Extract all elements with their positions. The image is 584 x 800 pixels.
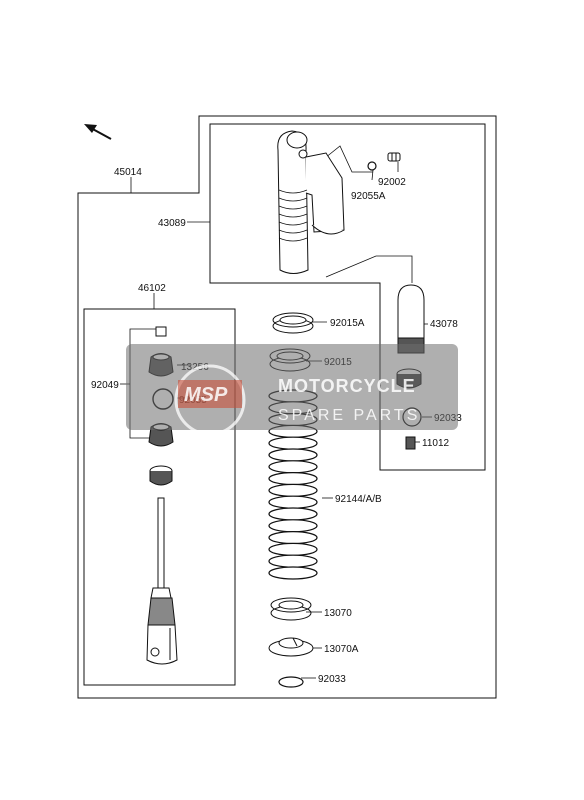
label-92033-lower: 92033 [318, 674, 346, 685]
bladder-43078 [397, 284, 425, 354]
spring-seat-13070 [270, 597, 312, 621]
label-92055A: 92055A [351, 191, 386, 202]
spring-coil [268, 530, 318, 545]
label-92015A: 92015A [330, 318, 365, 329]
spring-coil [268, 542, 318, 557]
spring-coil [268, 519, 318, 533]
label-92049: 92049 [91, 380, 119, 391]
spring-coil [268, 566, 318, 580]
spring-coil [268, 460, 318, 474]
damper-rod [146, 497, 178, 665]
label-92144: 92144/A/B [335, 494, 382, 505]
valve-cap-11012 [405, 436, 416, 450]
spring-coil [268, 436, 318, 450]
spring-coil [268, 495, 318, 509]
spring-92144 [268, 389, 318, 580]
spring-seat-13070A [268, 637, 314, 657]
bolt-92002 [387, 152, 401, 162]
rod-nut [155, 326, 167, 337]
subassembly-frame-46102 [83, 308, 236, 686]
stopper [149, 465, 173, 486]
circlip-92033-lower [278, 676, 304, 688]
locknut-92015A [272, 312, 314, 334]
watermark-logo: MSP [184, 384, 228, 406]
watermark-line1: MOTORCYCLE [278, 376, 416, 396]
watermark-line2: SPARE PARTS [278, 407, 420, 424]
spring-coil [268, 448, 318, 462]
assembly-frame-45014 [77, 115, 497, 699]
spring-coil [268, 483, 318, 497]
spring-coil [268, 554, 318, 568]
label-11012: 11012 [422, 438, 450, 449]
washer-92055A [367, 161, 377, 171]
front-direction-arrow [84, 124, 112, 140]
label-92002: 92002 [378, 177, 406, 188]
label-13070A: 13070A [324, 644, 359, 655]
shock-body-43089 [277, 130, 345, 274]
watermark: MSP MOTORCYCLE SPARE PARTS [126, 344, 458, 436]
label-43089: 43089 [158, 218, 186, 229]
spring-coil [268, 472, 318, 486]
label-13070: 13070 [324, 608, 352, 619]
label-43078: 43078 [430, 319, 458, 330]
label-46102: 46102 [138, 283, 166, 294]
subassembly-frame-43089 [209, 123, 486, 471]
spring-coil [268, 507, 318, 521]
label-45014: 45014 [114, 167, 142, 178]
